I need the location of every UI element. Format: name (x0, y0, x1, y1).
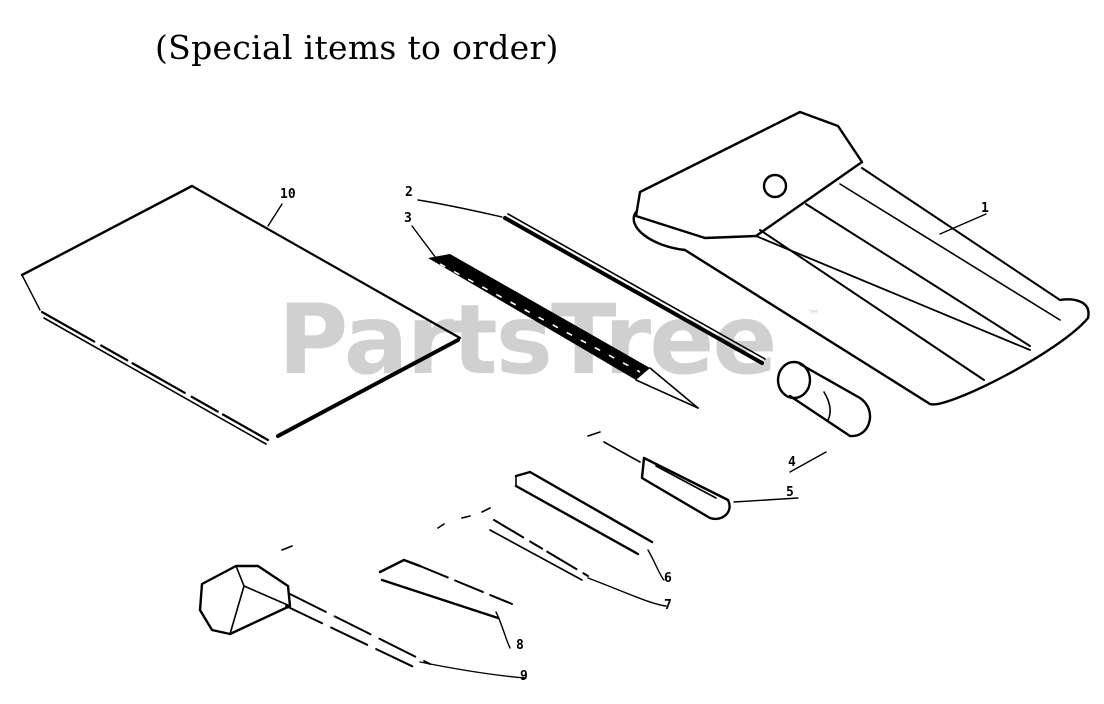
part-6-gauge-tool (514, 470, 654, 556)
callout-8: 8 (516, 638, 524, 653)
part-1-tool-pouch (632, 110, 1090, 406)
part-9-hammer (198, 545, 431, 671)
leader-7 (587, 577, 667, 607)
callout-6: 6 (664, 571, 672, 586)
callout-7: 7 (664, 598, 672, 613)
part-7-pin-punch (437, 507, 589, 581)
callout-10: 10 (280, 187, 296, 202)
callout-3: 3 (404, 211, 412, 226)
watermark-trademark: ™ (808, 308, 820, 322)
page-title: (Special items to order) (155, 28, 559, 67)
leader-6 (647, 549, 665, 581)
callout-1: 1 (981, 201, 989, 216)
leader-4 (789, 451, 827, 473)
part-5-screwdriver (587, 431, 731, 521)
leader-2 (417, 199, 503, 218)
callout-4: 4 (788, 455, 796, 470)
leader-8 (495, 611, 511, 649)
callout-2: 2 (405, 185, 413, 200)
part-3-flat-file (428, 254, 699, 409)
part-2-round-file (503, 213, 766, 365)
part-8-bar-tool (378, 558, 513, 620)
leader-10 (267, 203, 283, 227)
part-4-file-handle (776, 360, 872, 438)
part-10-manual (20, 184, 462, 445)
leader-3 (411, 225, 437, 259)
leader-5 (733, 497, 799, 503)
callout-5: 5 (786, 485, 794, 500)
callout-9: 9 (520, 669, 528, 684)
leader-9 (419, 661, 527, 679)
leader-1 (939, 213, 987, 235)
